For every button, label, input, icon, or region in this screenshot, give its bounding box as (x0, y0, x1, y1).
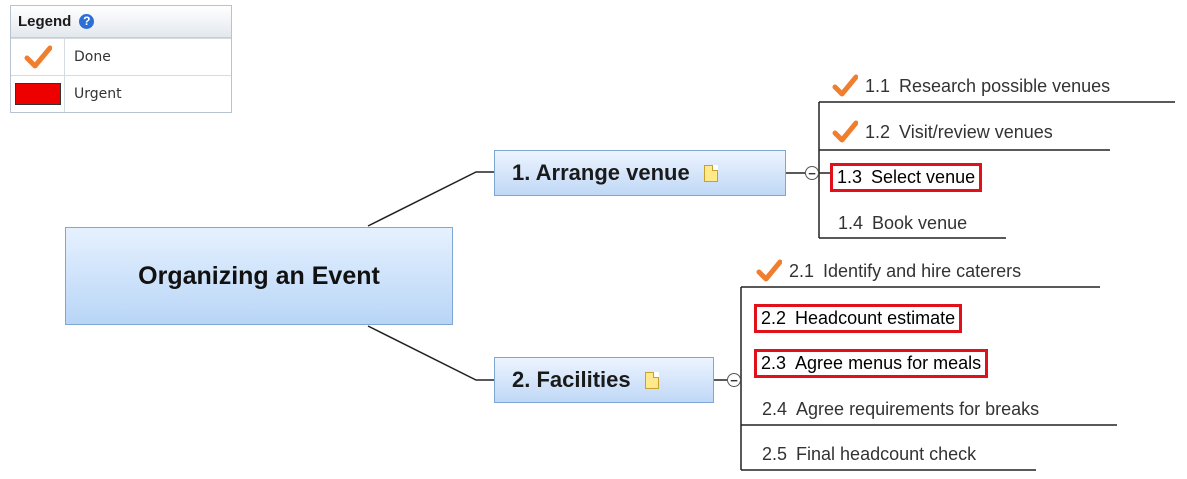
checkmark-icon (24, 45, 52, 69)
subtopic-text: Final headcount check (796, 444, 977, 464)
legend-title: Legend (18, 13, 72, 30)
subtopic-2-4[interactable]: 2.4 Agree requirements for breaks (762, 399, 1039, 420)
subtopic-2-3[interactable]: 2.3 Agree menus for meals (754, 349, 989, 378)
urgent-swatch-icon (14, 83, 61, 105)
legend-row-urgent: Urgent (11, 75, 231, 112)
subtopic-number: 1.4 (838, 213, 864, 233)
subtopic-2-2[interactable]: 2.2 Headcount estimate (754, 304, 963, 333)
topic-label: 2. Facilities (512, 367, 631, 392)
legend-row-done: Done (11, 38, 231, 75)
subtopic-text: Book venue (872, 213, 968, 233)
topic-facilities[interactable]: 2. Facilities (494, 357, 714, 403)
collapse-toggle-icon[interactable]: − (805, 166, 819, 180)
collapse-toggle-icon[interactable]: − (727, 373, 741, 387)
note-icon[interactable] (703, 164, 718, 182)
subtopic-1-1[interactable]: 1.1 Research possible venues (832, 74, 1110, 98)
legend-label-done: Done (74, 49, 111, 65)
checkmark-icon (832, 120, 858, 143)
subtopic-2-5[interactable]: 2.5 Final headcount check (762, 444, 976, 465)
subtopic-2-1[interactable]: 2.1 Identify and hire caterers (756, 259, 1021, 283)
note-icon[interactable] (644, 371, 659, 389)
subtopic-number: 1.3 (837, 167, 863, 187)
help-icon[interactable]: ? (79, 14, 95, 29)
subtopic-number: 2.5 (762, 444, 788, 464)
legend-header: Legend ? (11, 6, 231, 38)
subtopic-text: Select venue (871, 167, 976, 187)
subtopic-text: Research possible venues (899, 75, 1111, 96)
legend-panel: Legend ? Done Urgent (10, 5, 232, 113)
subtopic-1-4[interactable]: 1.4 Book venue (838, 213, 967, 234)
subtopic-number: 2.4 (762, 399, 788, 419)
subtopic-1-2[interactable]: 1.2 Visit/review venues (832, 120, 1053, 144)
subtopic-number: 1.2 (865, 121, 891, 142)
subtopic-text: Identify and hire caterers (823, 260, 1022, 281)
subtopic-text: Agree menus for meals (795, 353, 982, 373)
subtopic-text: Headcount estimate (795, 308, 956, 328)
topic-label: 1. Arrange venue (512, 160, 690, 185)
subtopic-text: Agree requirements for breaks (796, 399, 1040, 419)
subtopic-number: 2.2 (761, 308, 787, 328)
central-topic-label: Organizing an Event (138, 261, 380, 290)
subtopic-number: 1.1 (865, 75, 891, 96)
subtopic-1-3[interactable]: 1.3 Select venue (830, 163, 983, 192)
subtopic-number: 2.1 (789, 260, 815, 281)
subtopic-number: 2.3 (761, 353, 787, 373)
subtopic-text: Visit/review venues (899, 121, 1053, 142)
legend-label-urgent: Urgent (74, 86, 122, 102)
topic-arrange-venue[interactable]: 1. Arrange venue (494, 150, 786, 196)
central-topic[interactable]: Organizing an Event (65, 227, 453, 325)
checkmark-icon (756, 259, 782, 282)
checkmark-icon (832, 74, 858, 97)
